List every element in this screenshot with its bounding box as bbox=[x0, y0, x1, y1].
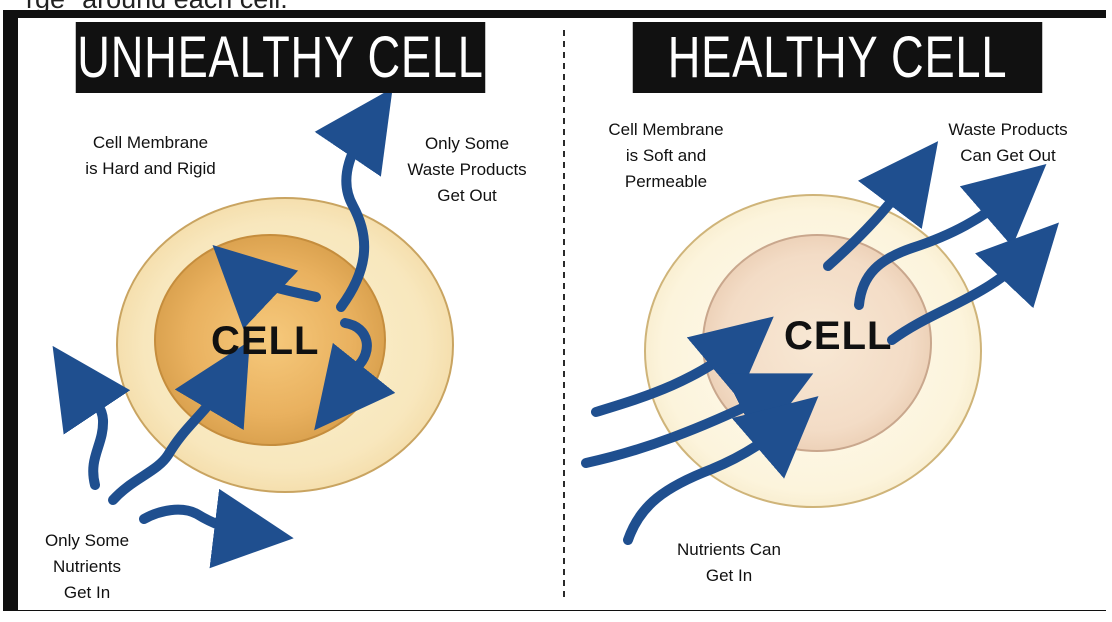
healthy-nutrients-label: Nutrients Can Get In bbox=[648, 537, 810, 589]
unhealthy-cell-title: UNHEALTHY CELL bbox=[76, 22, 486, 93]
unhealthy-cell-label: CELL bbox=[211, 321, 319, 361]
unhealthy-membrane-label: Cell Membrane is Hard and Rigid bbox=[58, 130, 243, 182]
unhealthy-nutrients-blocked-arrow bbox=[72, 375, 103, 485]
unhealthy-nutrients-label: Only Some Nutrients Get In bbox=[28, 528, 146, 606]
healthy-cell-label: CELL bbox=[784, 316, 892, 356]
healthy-waste-label: Waste Products Can Get Out bbox=[918, 117, 1098, 169]
unhealthy-lower-arrow bbox=[144, 510, 259, 534]
unhealthy-waste-label: Only Some Waste Products Get Out bbox=[392, 131, 542, 209]
healthy-membrane-label: Cell Membrane is Soft and Permeable bbox=[583, 117, 749, 195]
healthy-cell-title: HEALTHY CELL bbox=[633, 22, 1043, 93]
